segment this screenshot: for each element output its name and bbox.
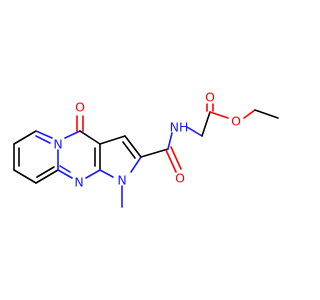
bond [254, 109, 279, 119]
bond [186, 126, 203, 137]
nitrogen-atom-pyrimidine: N [74, 175, 83, 190]
bond [99, 135, 126, 145]
bond [36, 166, 55, 178]
bond [59, 165, 71, 173]
bond [243, 109, 256, 119]
pyrimidinone-ring [57, 115, 101, 179]
oxygen-atom-ring-carbonyl: O [75, 100, 85, 115]
bond [79, 130, 101, 145]
oxygen-atom-amide: O [175, 171, 185, 186]
bond [85, 169, 101, 179]
bond [99, 169, 114, 178]
bond [57, 169, 73, 179]
bond [170, 146, 182, 170]
bond [209, 111, 229, 119]
atom-labels: O N N N NH O O O [53, 90, 241, 190]
bond [201, 111, 211, 137]
bond [124, 135, 142, 158]
oxygen-atom-ester-ether: O [231, 114, 241, 129]
bond [13, 169, 37, 184]
side-chain [140, 103, 279, 173]
bond [165, 149, 177, 173]
oxygen-atom-ester-carbonyl: O [205, 90, 215, 105]
amide-nh: NH [170, 120, 189, 135]
bond [35, 135, 51, 144]
pyrrole-ring [99, 135, 142, 208]
bond [13, 130, 37, 145]
pyridine-ring [13, 130, 59, 184]
bond [130, 156, 142, 173]
nitrogen-atom-pyrrole: N [117, 173, 126, 188]
nitrogen-atom-pyrido: N [53, 137, 62, 152]
bond [64, 130, 81, 139]
bond [167, 132, 173, 150]
bond [122, 141, 136, 159]
bond [35, 130, 53, 139]
bond [35, 169, 59, 184]
bond [140, 148, 169, 158]
molecule-structure-diagram: O N N N NH O O O [13, 90, 279, 208]
